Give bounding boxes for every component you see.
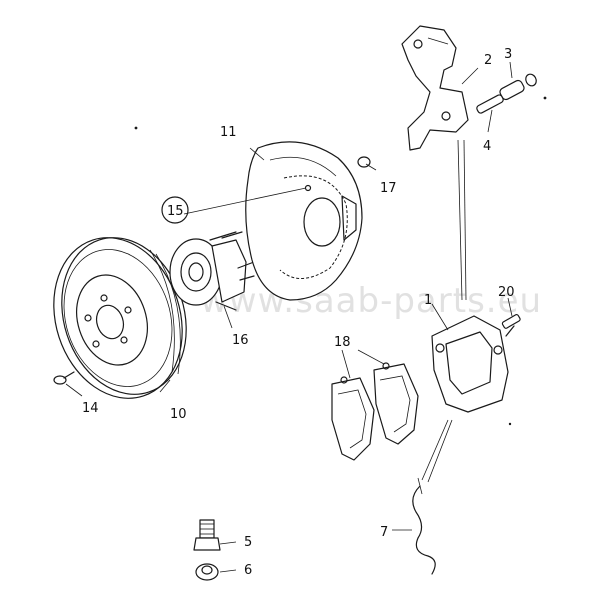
bolt <box>193 519 221 551</box>
watermark-text: www.saab-parts.eu <box>200 281 542 321</box>
callout-labels: 2 3 4 11 15 17 16 10 14 18 1 20 7 5 6 <box>82 47 515 578</box>
callout-1: 1 <box>424 293 432 308</box>
callout-16: 16 <box>232 333 249 348</box>
brake-caliper <box>431 315 515 413</box>
callout-14: 11 <box>220 125 237 140</box>
callout-5: 5 <box>244 535 252 550</box>
callout-7: 7 <box>380 525 388 540</box>
callout-2: 2 <box>484 53 492 68</box>
leader-lines <box>65 61 513 573</box>
callout-20: 20 <box>498 285 515 300</box>
callout-15-circle <box>161 196 189 224</box>
callout-11: 14 <box>82 401 99 416</box>
brake-pad-outer <box>373 362 419 445</box>
callout-17: 17 <box>380 181 397 196</box>
wheel-hub <box>169 231 255 311</box>
disc-screw <box>53 371 75 385</box>
callout-10: 10 <box>170 407 187 422</box>
brake-pad-inner <box>331 376 375 461</box>
wear-sensor <box>412 419 453 575</box>
backing-plate <box>245 141 363 301</box>
callout-6: 6 <box>244 563 252 578</box>
guide-pin-sleeve <box>499 73 537 101</box>
brake-disc <box>53 237 187 399</box>
callout-15: 15 <box>167 204 184 219</box>
callout-4: 4 <box>483 139 491 154</box>
callout-3: 3 <box>504 47 512 62</box>
guide-pin <box>476 94 504 114</box>
caliper-bracket <box>401 25 469 151</box>
bleed-screw <box>501 314 521 329</box>
callout-18: 18 <box>334 335 351 350</box>
nut <box>195 563 219 581</box>
